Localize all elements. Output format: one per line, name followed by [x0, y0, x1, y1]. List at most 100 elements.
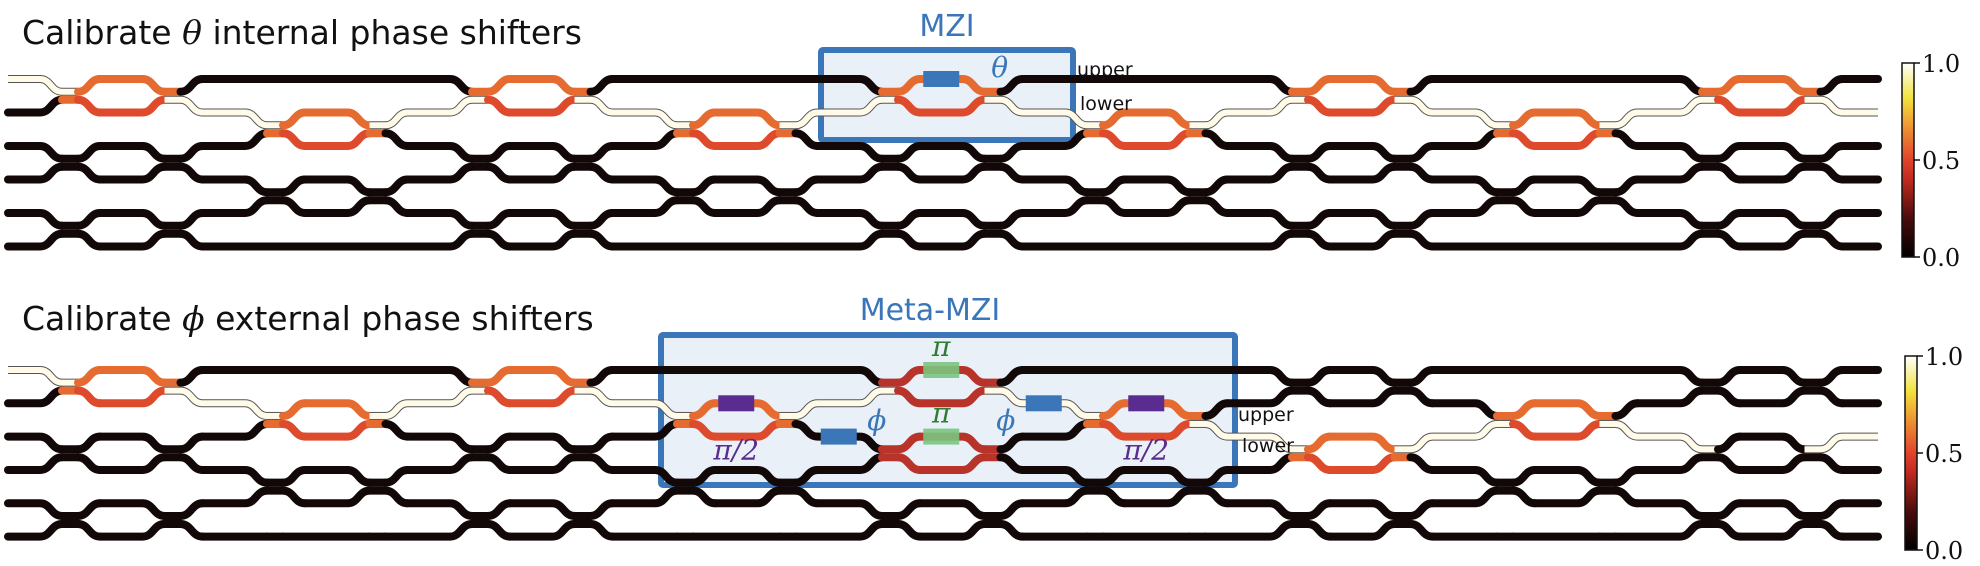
waveguide-segment	[506, 366, 579, 387]
waveguide-segment	[1018, 196, 1091, 217]
waveguide-segment	[301, 466, 374, 487]
waveguide-segment	[1223, 499, 1296, 520]
waveguide-segment	[4, 386, 66, 408]
waveguide-segment	[1121, 129, 1194, 150]
waveguide-segment	[608, 129, 681, 150]
waveguide-segment	[791, 519, 886, 541]
waveguide-segment	[1611, 366, 1706, 387]
waveguide-segment	[1633, 386, 1706, 408]
waveguide-segment	[506, 432, 579, 454]
panel-theta: Calibrate θ internal phase shifters MZI …	[4, 9, 1960, 272]
waveguide-segment	[96, 386, 169, 408]
waveguide-segment	[711, 399, 784, 420]
waveguide-segment	[4, 453, 66, 474]
waveguide-segment	[1326, 366, 1399, 387]
waveguide-segment	[385, 109, 408, 129]
colorbar-tick-label: 0.5	[1925, 440, 1963, 468]
waveguide-segment	[4, 142, 66, 163]
waveguide-segment	[1736, 366, 1809, 387]
waveguide-segment	[1820, 433, 1843, 453]
upper-port-label: upper	[1238, 404, 1294, 426]
waveguide-segment	[1326, 499, 1399, 520]
waveguide-mesh	[4, 75, 1882, 251]
waveguide-segment	[381, 519, 476, 541]
waveguide-segment	[791, 229, 886, 251]
phi-label: ϕ	[996, 404, 1015, 437]
waveguide-segment	[198, 196, 271, 217]
pi-phase-shifter	[923, 428, 960, 445]
colorbar-tick-label: 0.0	[1925, 537, 1963, 565]
waveguide-segment	[506, 75, 579, 96]
waveguide-segment	[8, 76, 63, 95]
waveguide-segment	[1531, 196, 1604, 217]
waveguide-segment	[1326, 95, 1399, 117]
waveguide-segment	[916, 162, 989, 184]
waveguide-segment	[1428, 175, 1501, 197]
waveguide-segment	[795, 400, 818, 419]
phi-label: ϕ	[867, 404, 886, 437]
waveguide-segment	[1432, 420, 1498, 440]
waveguide-segment	[916, 209, 989, 230]
waveguide-segment	[590, 387, 613, 407]
waveguide-segment	[506, 386, 579, 408]
pi-phase-shifter	[923, 362, 960, 378]
waveguide-segment	[8, 367, 63, 386]
waveguide-segment	[1000, 387, 1023, 407]
waveguide-segment	[1531, 466, 1604, 487]
waveguide-segment	[4, 209, 66, 230]
waveguide-segment	[1637, 433, 1703, 453]
half-pi-phase-shifter	[718, 395, 755, 412]
waveguide-segment	[4, 95, 66, 117]
waveguide-segment	[407, 96, 473, 116]
waveguide-segment	[506, 95, 579, 117]
waveguide-segment	[795, 109, 818, 129]
lower-port-label: lower	[1242, 435, 1294, 457]
waveguide-segment	[1531, 419, 1604, 441]
waveguide-segment	[301, 419, 374, 441]
panel-phi: Calibrate ϕ external phase shifters Meta…	[4, 293, 1963, 565]
waveguide-segment	[381, 75, 476, 96]
waveguide-segment	[96, 75, 169, 96]
waveguide-segment	[1326, 162, 1399, 184]
waveguide-segment	[1121, 175, 1194, 197]
waveguide-segment	[1531, 399, 1604, 420]
waveguide-segment	[1736, 142, 1809, 163]
waveguide-segment	[1736, 432, 1809, 454]
panel-title: Calibrate θ internal phase shifters	[22, 13, 582, 52]
waveguide-segment	[506, 519, 579, 541]
waveguide-segment	[1410, 433, 1433, 453]
waveguide-segment	[1000, 96, 1023, 116]
waveguide-segment	[1736, 95, 1809, 117]
waveguide-segment	[1205, 109, 1228, 129]
waveguide-segment	[301, 108, 374, 130]
waveguide-segment	[1736, 499, 1809, 520]
waveguide-segment	[1637, 96, 1703, 116]
colorbar-tick-label: 0.5	[1922, 147, 1960, 175]
waveguide-segment	[1736, 386, 1809, 408]
waveguide-segment	[96, 432, 169, 454]
waveguide-segment	[1428, 129, 1501, 150]
waveguide-segment	[1611, 229, 1706, 251]
half-pi-phase-shifter	[1128, 395, 1165, 412]
waveguide-segment	[1201, 229, 1296, 251]
waveguide-segment	[590, 96, 613, 116]
waveguide-segment	[1326, 209, 1399, 230]
half-pi-label: π/2	[712, 433, 759, 466]
waveguide-segment	[1633, 209, 1706, 230]
phi-phase-shifter	[820, 428, 857, 445]
waveguide-segment	[96, 95, 169, 117]
colorbar: 1.0 0.5 0.0	[1901, 50, 1960, 272]
waveguide-segment	[381, 366, 476, 387]
waveguide-segment	[4, 432, 66, 454]
waveguide-mesh	[4, 366, 1882, 541]
waveguide-segment	[403, 209, 476, 230]
waveguide-segment	[403, 499, 476, 520]
waveguide-segment	[202, 109, 268, 129]
waveguide-segment	[608, 175, 681, 197]
waveguide-segment	[1201, 519, 1296, 541]
waveguide-segment	[1326, 519, 1399, 541]
waveguide-segment	[711, 196, 784, 217]
waveguide-segment	[506, 453, 579, 474]
waveguide-segment	[381, 229, 476, 251]
waveguide-segment	[96, 142, 169, 163]
